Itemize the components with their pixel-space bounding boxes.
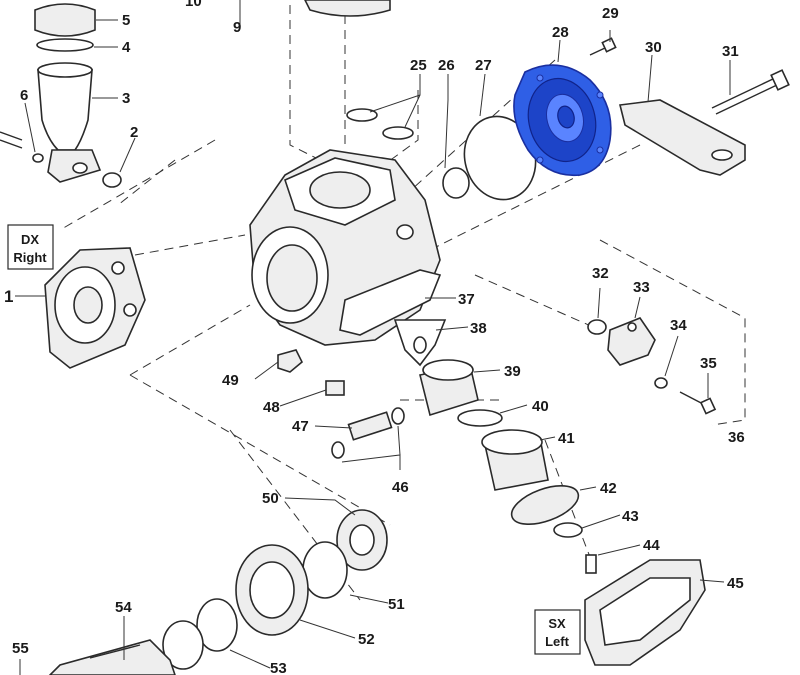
o-rings [346,108,537,201]
sx-left-box: SX Left [534,609,581,655]
part-29-screw [589,47,606,56]
part-31-bolt [711,77,776,109]
part-3-bowl [37,68,93,151]
label-part-40: 40 [532,398,549,415]
label-part-6: 6 [20,87,28,104]
label-part-41: 41 [558,430,575,447]
label-part-30: 30 [645,39,662,56]
part-1-right-flange [44,247,146,369]
label-part-33: 33 [633,279,650,296]
label-part-44: 44 [643,537,660,554]
dx-label: DX [21,232,39,247]
part-25-oring-a [346,108,378,122]
part-43-washer [553,522,583,538]
part-34-washer [654,377,668,389]
part-47-pin [347,411,393,441]
part-25-oring-b [382,126,414,140]
label-part-42: 42 [600,480,617,497]
label-part-53: 53 [270,660,287,675]
right-label: Right [13,250,47,265]
label-part-46: 46 [392,479,409,496]
label-part-28: 28 [552,24,569,41]
label-part-35: 35 [700,355,717,372]
part-26-oring [442,167,470,199]
label-part-48: 48 [263,399,280,416]
part-33-fitting [607,317,656,366]
fitting-assembly [587,317,717,415]
part-53-ring [196,598,238,652]
label-part-5: 5 [122,12,130,29]
top-cover-fragment [304,0,391,17]
label-part-45: 45 [727,575,744,592]
label-part-9: 9 [233,19,241,36]
part-32-washer [587,319,607,335]
sx-label: SX [548,616,566,631]
label-part-3: 3 [122,90,130,107]
label-part-1: 1 [4,287,13,306]
label-part-27: 27 [475,57,492,74]
label-part-51: 51 [388,596,405,613]
label-part-37: 37 [458,291,475,308]
dx-right-box: DX Right [7,224,54,270]
label-part-29: 29 [602,5,619,22]
label-part-47: 47 [292,418,309,435]
label-part-43: 43 [622,508,639,525]
label-part-26: 26 [438,57,455,74]
label-part-32: 32 [592,265,609,282]
part-51-circlip [302,541,348,599]
label-part-36: 36 [728,429,745,446]
part-45-side-cover [584,559,706,666]
label-part-4: 4 [122,39,131,56]
label-part-52: 52 [358,631,375,648]
label-part-25: 25 [410,57,427,74]
pump-body [249,149,442,346]
part-6-washer [32,153,44,163]
bearings [162,509,388,670]
left-label: Left [545,634,570,649]
label-part-34: 34 [670,317,687,334]
label-part-55: 55 [12,640,29,657]
leader-lines [15,0,731,675]
label-part-50: 50 [262,490,279,507]
part-labels: 5 4 3 2 6 10 9 25 26 27 28 29 30 31 32 3… [4,0,745,675]
cup-assembly [0,3,122,188]
part-48-plug [325,380,345,396]
parts-46-49 [277,349,405,459]
part-4-ring [36,38,94,52]
part-42-disc [510,484,580,526]
label-part-54: 54 [115,599,132,616]
part-40-ring [457,409,503,427]
part-5-cap [34,3,96,37]
part-30-bracket [619,99,746,176]
parts-54-55-shaft [48,639,176,675]
label-part-10: 10 [185,0,202,10]
bracket-assembly [589,37,790,176]
label-part-2: 2 [130,124,138,141]
part-44-bolt [585,554,597,574]
piston-stack [419,359,597,574]
part-2-washer [102,172,122,188]
part-28-cover-highlighted [513,64,612,177]
label-part-38: 38 [470,320,487,337]
label-part-31: 31 [722,43,739,60]
label-part-49: 49 [222,372,239,389]
label-part-39: 39 [504,363,521,380]
parts-37-38 [393,319,447,367]
part-49-nut [277,349,303,373]
